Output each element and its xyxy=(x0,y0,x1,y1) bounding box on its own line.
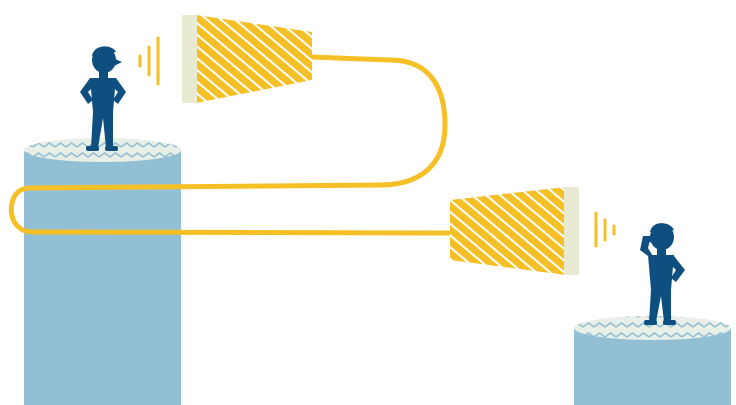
person-listening-icon xyxy=(640,223,685,325)
lower-cup-rim xyxy=(564,187,579,275)
upper-cup-body xyxy=(196,15,312,103)
lower-cup-body xyxy=(450,187,566,275)
lower-cup xyxy=(450,187,579,275)
sound-waves-icon xyxy=(596,213,614,246)
person-speaking-icon xyxy=(80,46,126,151)
upper-cup xyxy=(182,15,312,103)
right-pillar xyxy=(574,316,731,405)
left-pillar xyxy=(24,138,181,405)
sound-waves-icon xyxy=(140,38,158,84)
left-pillar-top xyxy=(24,138,181,162)
upper-cup-rim xyxy=(182,15,197,103)
